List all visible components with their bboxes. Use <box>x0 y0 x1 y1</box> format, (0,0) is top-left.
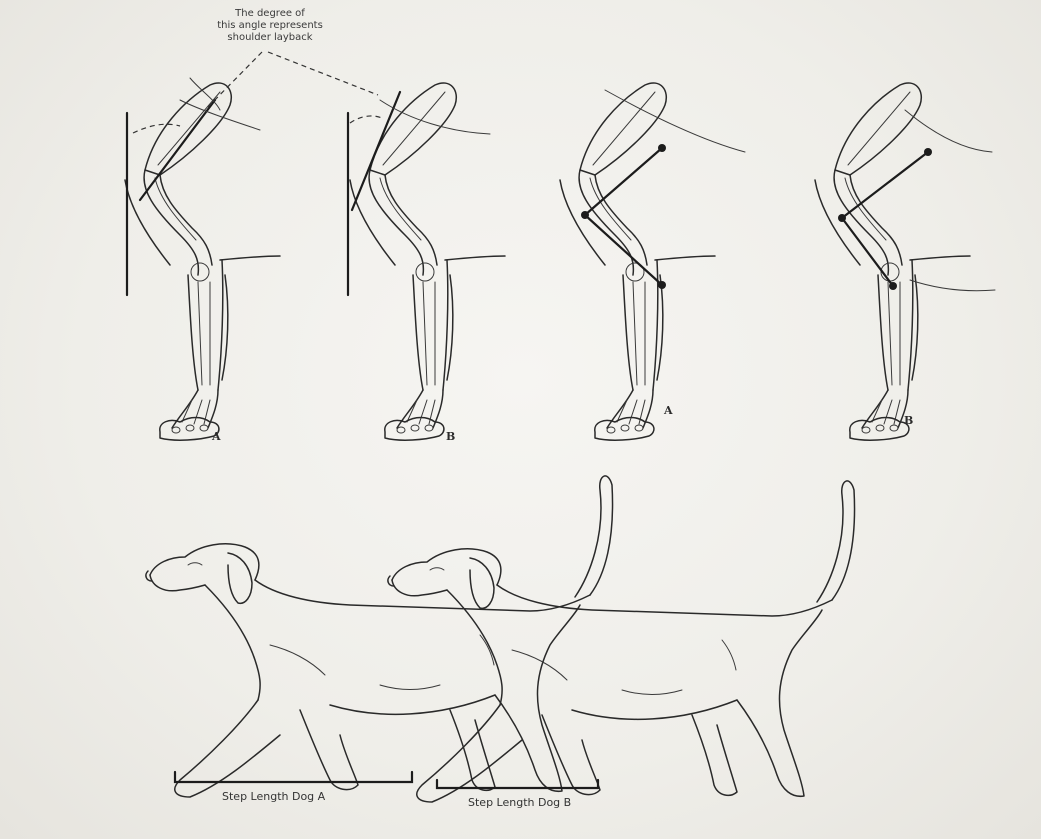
joint-dot <box>889 282 897 290</box>
joint-lines-right-a <box>585 148 662 285</box>
panel-label-right-a: A <box>664 404 673 417</box>
angle-arc-b <box>350 116 382 123</box>
joint-dot <box>581 211 589 219</box>
scapula-line-b <box>352 92 400 210</box>
pointer-line-b <box>268 52 378 95</box>
annotation-line: this angle represents <box>180 20 360 32</box>
joint-dot <box>658 281 666 289</box>
dog-b-figure <box>388 481 855 802</box>
annotation-text: The degree of this angle represents shou… <box>180 8 360 44</box>
annotation-line: shoulder layback <box>180 32 360 44</box>
joint-dot <box>658 144 666 152</box>
chest-contour-d <box>910 280 995 291</box>
withers-contour-b <box>380 100 490 134</box>
joint-dot <box>924 148 932 156</box>
withers-contour-d <box>905 110 992 152</box>
joint-dot <box>838 214 846 222</box>
panel-label-right-b: B <box>904 414 913 427</box>
step-bracket-dog-a <box>175 772 412 782</box>
annotation-line: The degree of <box>180 8 360 20</box>
step-length-label-dog-b: Step Length Dog B <box>468 796 571 809</box>
angle-arc-a <box>133 124 180 133</box>
leg-diagram-left-a <box>125 83 280 440</box>
dog-a-figure <box>146 476 613 797</box>
panel-label-left-b: B <box>446 430 455 443</box>
panel-label-left-a: A <box>212 430 221 443</box>
step-length-label-dog-a: Step Length Dog A <box>222 790 325 803</box>
leg-diagram-left-b <box>350 83 505 440</box>
leg-diagram-right-b <box>815 83 970 440</box>
